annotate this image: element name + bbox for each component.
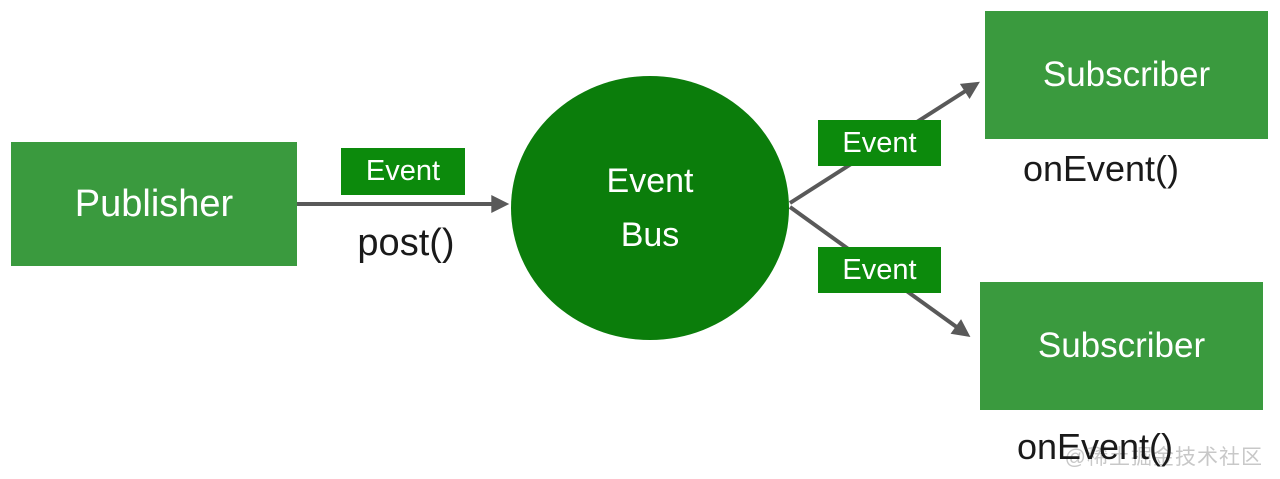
publisher-label: Publisher [74, 182, 234, 225]
event-bus-label-line2: Bus [620, 216, 680, 254]
event-bus-label-line1: Event [606, 161, 694, 200]
event-label-text: Event [365, 155, 441, 187]
event-label-publisher-to-bus: Event [341, 148, 465, 195]
event-label-text: Event [842, 253, 917, 286]
subscriber2-label: Subscriber [1037, 326, 1206, 365]
subscriber1-label: Subscriber [1042, 55, 1211, 94]
subscriber2-onevent-method-text: onEvent() [1016, 426, 1174, 467]
publisher-node: Publisher [11, 142, 297, 266]
subscriber1-onevent-method-text: onEvent() [1022, 148, 1180, 189]
event-label-text: Event [842, 126, 917, 159]
subscriber1-node: Subscriber [985, 11, 1268, 139]
post-method-text: post() [357, 222, 455, 264]
event-bus-node: Event Bus [511, 76, 789, 340]
subscriber2-node: Subscriber [980, 282, 1263, 410]
event-label-bus-to-subscriber1: Event [818, 120, 941, 166]
event-label-bus-to-subscriber2: Event [818, 247, 941, 293]
watermark: @稀土掘金技术社区 [1064, 446, 1263, 469]
